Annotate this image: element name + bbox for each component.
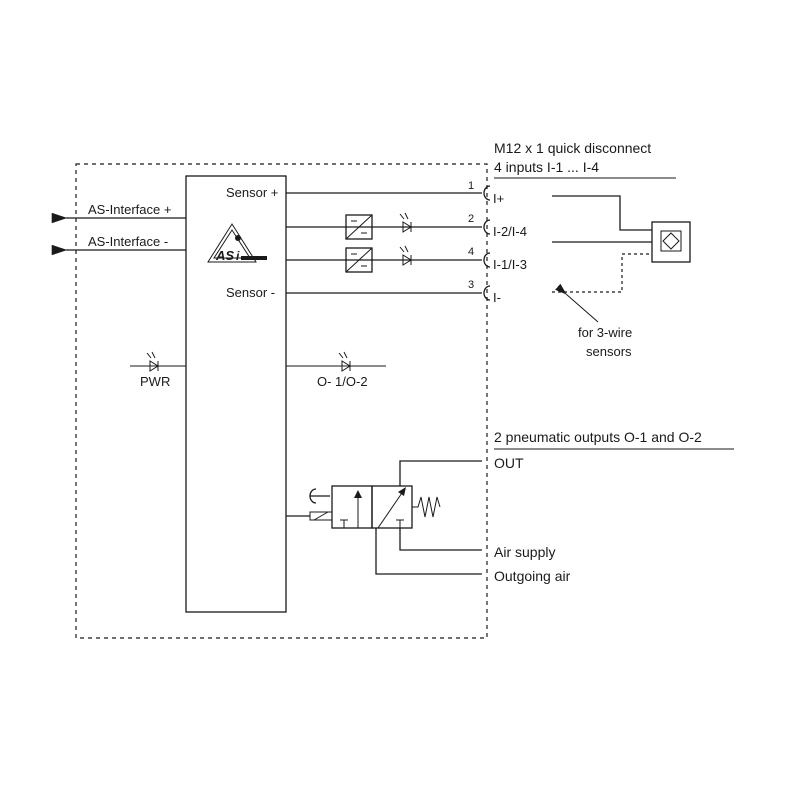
led-icon [399, 245, 412, 266]
three-wire-note-line2: sensors [586, 344, 632, 359]
three-wire-arrow [555, 283, 599, 323]
svg-text:AS: AS [215, 248, 234, 263]
connector-title-line1: M12 x 1 quick disconnect [494, 140, 651, 156]
air-supply-label: Air supply [494, 544, 555, 560]
asi-logo: AS i [207, 223, 267, 263]
outgoing-air-label: Outgoing air [494, 568, 571, 584]
sensor-wire-minus [552, 253, 652, 293]
pneumatic-exhaust-line [375, 528, 482, 575]
pin-socket [483, 185, 491, 201]
pin-label: I+ [493, 191, 504, 206]
pin-socket [483, 285, 491, 301]
pin-socket [483, 252, 491, 268]
output-led-label: O- 1/O-2 [317, 374, 368, 389]
pneumatic-supply-line [399, 528, 482, 551]
optocoupler-icon [345, 214, 373, 240]
module-enclosure [75, 163, 488, 639]
pin-number: 2 [468, 213, 474, 225]
solenoid-valve-icon [286, 485, 441, 529]
sensor-plus-label: Sensor + [226, 185, 278, 200]
pin-number: 1 [468, 180, 474, 192]
pin-label: I-2/I-4 [493, 224, 527, 239]
led-icon [399, 212, 412, 233]
led-icon [338, 351, 351, 372]
pin-number: 3 [468, 279, 474, 291]
three-wire-note-line1: for 3-wire [578, 325, 632, 340]
pneumatics-title: 2 pneumatic outputs O-1 and O-2 [494, 429, 702, 445]
sensor-minus-label: Sensor - [226, 285, 275, 300]
as-interface-minus-label: AS-Interface - [88, 234, 168, 249]
pin-socket [483, 219, 491, 235]
optocoupler-icon [345, 247, 373, 273]
pneumatic-out-line [399, 460, 482, 486]
pwr-label: PWR [140, 374, 170, 389]
pin-label: I- [493, 290, 501, 305]
as-interface-plus-label: AS-Interface + [88, 202, 171, 217]
led-icon [146, 351, 159, 372]
pin-label: I-1/I-3 [493, 257, 527, 272]
svg-text:i: i [236, 249, 240, 263]
out-label: OUT [494, 455, 524, 471]
inductive-sensor-icon [651, 221, 691, 263]
electronics-block [185, 175, 287, 613]
connector-title-line2: 4 inputs I-1 ... I-4 [494, 159, 599, 175]
pin-number: 4 [468, 246, 474, 258]
sensor-wire-plus [552, 195, 652, 231]
